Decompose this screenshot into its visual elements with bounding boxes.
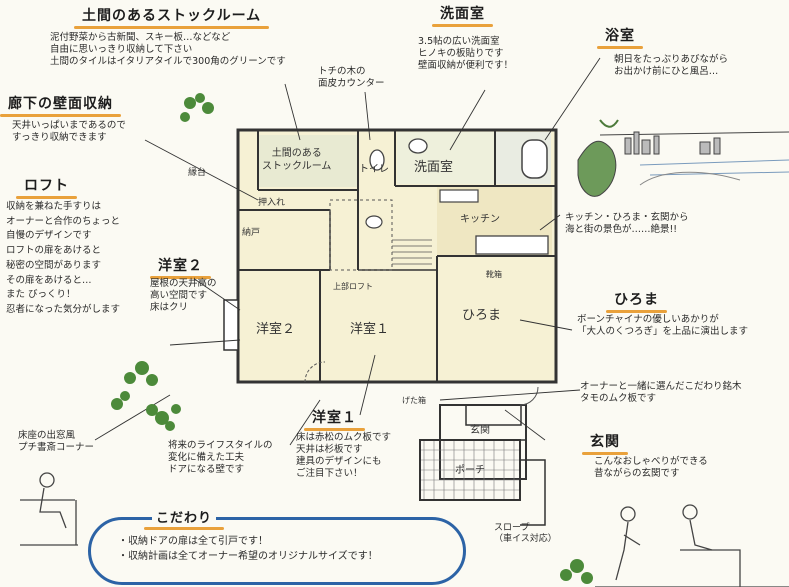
note-loft: 収納を兼ねた手すりはオーナーと合作のちょっと自慢のデザインですロフトの扉をあける… (6, 201, 121, 316)
heading-doma-stock: 土間のあるストックルーム (73, 8, 270, 28)
door-arc-1 (304, 361, 326, 383)
note-hiroma: ボーンチャイナの優しいあかりが「大人のくつろぎ」を上品に演出します (577, 314, 749, 337)
note-genkan: こんなおしゃべりができる昔ながらの玄関です (594, 456, 708, 479)
kitchen-counter (475, 235, 549, 255)
genkan-people-sketch (595, 504, 789, 587)
heading-senmenshitsu: 洗面室 (432, 6, 493, 26)
leader-lines (94, 57, 601, 446)
loft-outline (329, 199, 393, 271)
heading-hiroma: ひろま (606, 292, 667, 312)
room-genkan: 玄関 (470, 425, 490, 436)
note-tochi-counter: トチの木の面皮カウンター (318, 66, 385, 89)
greenery-decoration (111, 93, 593, 584)
slope-ramp (520, 459, 546, 526)
note-rouka-shuno: 天井いっぱいまであるのですっきり収納できます (12, 120, 126, 143)
heading-youshitsu1: 洋室１ (304, 410, 365, 430)
note-slope: スロープ（車イス対応） (494, 523, 557, 545)
note-youshitsu2: 屋根の天井高の高い空間です床はクリ (150, 278, 217, 313)
room-oshiire: 押入れ (258, 198, 286, 208)
room-senmen: 洗面室 (414, 160, 454, 175)
room-porch: ポーチ (455, 465, 485, 476)
reading-person-sketch (20, 472, 78, 546)
note-owner-floor: オーナーと一緒に選んだこだわり銘木タモのムク板です (580, 381, 742, 404)
room-hiroma: ひろま (462, 308, 502, 323)
room-kitchen: キッチン (460, 214, 500, 225)
heading-loft: ロフト (16, 178, 77, 198)
room-youshitsu2: 洋室２ (256, 322, 296, 337)
sink-icon (408, 138, 428, 154)
note-kitchen-view: キッチン・ひろま・玄関から海と街の景色が……絶景!! (565, 212, 689, 235)
label-shoe: 靴箱 (486, 270, 502, 279)
room-doma-stock: 土間のあるストックルーム (262, 148, 332, 172)
note-yokushitsu: 朝日をたっぷりあびながらお出かけ前にひと風呂… (614, 54, 729, 77)
kitchen-shelf (439, 189, 479, 203)
note-shosai: 床座の出窓風プチ書斎コーナー (18, 430, 95, 453)
heading-genkan: 玄関 (582, 434, 628, 454)
note-doma-stock: 泥付野菜から古新聞、スキー板…などなど自由に思いっきり収納して下さい土間のタイル… (50, 32, 286, 67)
walls (236, 128, 558, 480)
note-kodawari: ・収納ドアの扉は全て引戸です！・収納計画は全てオーナー希望のオリジナルサイズです… (118, 536, 378, 562)
sea-view-sketch (577, 119, 789, 197)
label-getabako: げた箱 (402, 396, 426, 405)
stairs (392, 239, 432, 265)
room-toilet: トイレ (359, 164, 389, 175)
note-youshitsu1: 床は赤松のムク板です天井は杉板です建具のデザインにもご注目下さい！ (296, 432, 392, 479)
porch-outline (419, 439, 521, 501)
door-arc-2 (519, 386, 539, 406)
note-future-door: 将来のライフスタイルの変化に備えた工夫ドアになる壁です (168, 440, 273, 475)
label-loft-above: 上部ロフト (333, 282, 373, 291)
label-hanasu: 縁台 (188, 168, 207, 178)
heading-youshitsu2: 洋室２ (150, 258, 211, 278)
toilet-icon (369, 149, 385, 171)
bay-window (223, 299, 239, 351)
hall-sink-icon (365, 215, 383, 229)
heading-kodawari: こだわり (143, 511, 225, 531)
heading-yokushitsu: 浴室 (597, 28, 643, 48)
room-nando: 納戸 (242, 228, 261, 238)
note-senmenshitsu: 3.5帖の広い洗面室ヒノキの板貼りです壁面収納が便利です！ (418, 36, 514, 71)
room-youshitsu1: 洋室１ (350, 322, 390, 337)
heading-rouka-shuno: 廊下の壁面収納 (0, 96, 121, 116)
bathtub-icon (521, 139, 548, 179)
